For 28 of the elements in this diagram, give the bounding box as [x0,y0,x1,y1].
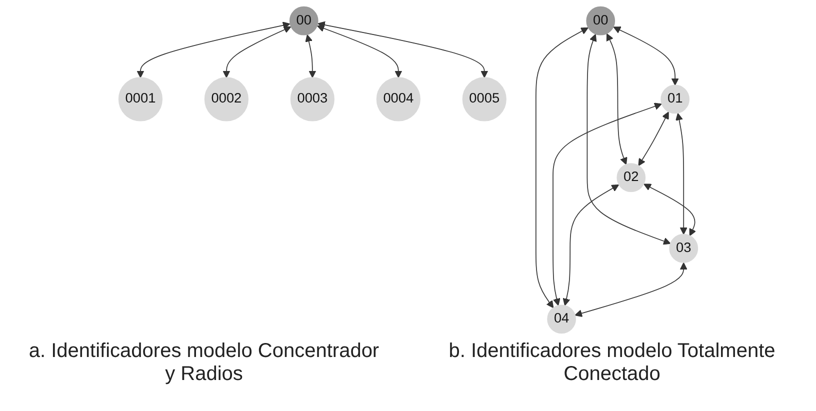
node-circle: 0001 [118,77,162,122]
arrow [574,262,688,317]
arrow [535,27,588,308]
arrow [222,26,291,78]
node-circle: 0002 [204,77,248,122]
arrow [552,102,662,306]
arrow [638,112,669,166]
caption-text: a. Identificadores modelo Concentrador y Radios [28,340,380,386]
arrow [316,24,402,78]
node-circle: 00 [289,6,318,36]
arrow [136,22,290,78]
node-circle: 0005 [462,77,506,122]
arrow [613,26,679,86]
node-circle: 0004 [376,77,420,122]
arrow [586,34,671,245]
node-circle: 0003 [290,77,334,122]
node-circle: 03 [668,234,698,263]
arrow [562,184,619,306]
arrow [606,33,628,165]
node-circle: 04 [546,304,576,334]
arrow [317,21,488,78]
node-circle: 01 [660,84,690,114]
arrow [643,184,696,236]
caption-text: b. Identificadores modelo Totalmente Conectado [448,340,776,386]
node-circle: 00 [586,6,615,36]
arrow [304,34,316,78]
arrow [675,112,688,235]
node-circle: 02 [616,163,646,192]
